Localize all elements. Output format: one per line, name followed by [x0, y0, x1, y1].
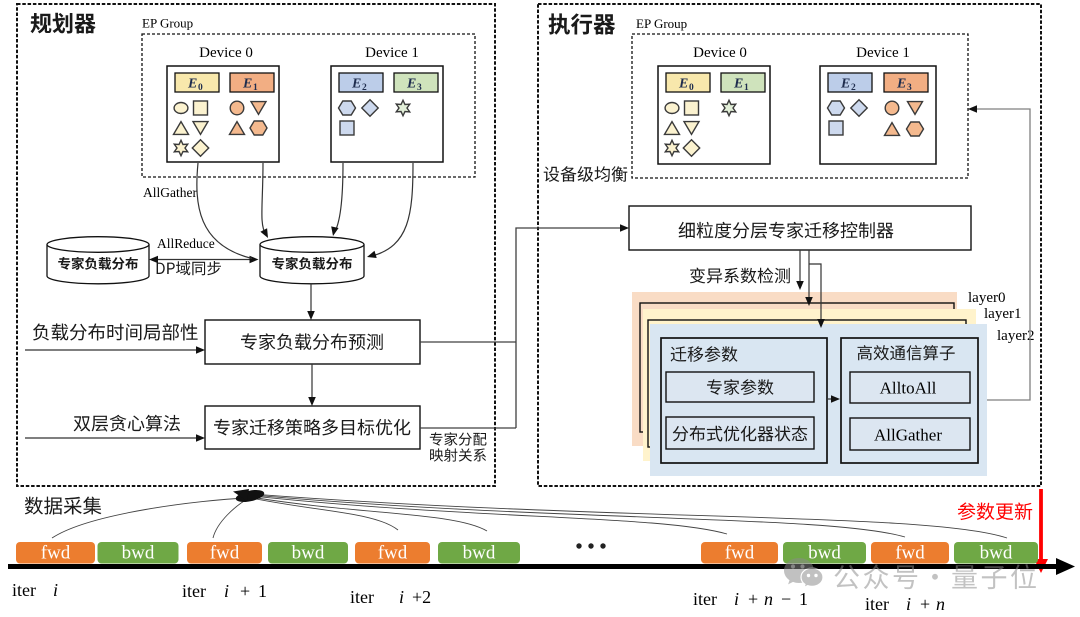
svg-text:Device 0: Device 0 [199, 45, 253, 61]
svg-text:n: n [936, 594, 945, 614]
svg-text:bwd: bwd [292, 543, 325, 564]
svg-text:n: n [764, 589, 773, 609]
svg-text:+2: +2 [412, 587, 431, 607]
svg-text:Device 0: Device 0 [693, 45, 747, 61]
svg-text:1: 1 [258, 581, 267, 601]
svg-text:1: 1 [253, 83, 258, 93]
svg-text:iter: iter [350, 587, 374, 607]
svg-text:i: i [399, 587, 404, 607]
svg-text:i: i [53, 580, 58, 600]
svg-text:iter: iter [182, 581, 206, 601]
svg-text:fwd: fwd [41, 543, 71, 564]
svg-text:iter: iter [693, 589, 717, 609]
svg-text:i: i [224, 581, 229, 601]
svg-text:layer2: layer2 [997, 328, 1034, 344]
svg-text:E: E [733, 77, 743, 92]
svg-text:AlltoAll: AlltoAll [880, 379, 937, 398]
svg-text:layer1: layer1 [984, 306, 1021, 322]
svg-text:+: + [240, 581, 250, 601]
svg-text:1: 1 [799, 589, 808, 609]
svg-text:fwd: fwd [895, 543, 925, 564]
svg-text:AllReduce: AllReduce [157, 236, 215, 251]
svg-text:i: i [734, 589, 739, 609]
svg-text:+: + [748, 589, 758, 609]
svg-text:iter: iter [865, 594, 889, 614]
svg-text:E: E [351, 77, 361, 92]
svg-text:E: E [840, 77, 850, 92]
svg-text:bwd: bwd [463, 543, 496, 564]
svg-text:2: 2 [851, 83, 856, 93]
svg-text:E: E [406, 77, 416, 92]
svg-text:3: 3 [907, 83, 912, 93]
svg-text:bwd: bwd [122, 543, 155, 564]
svg-text:fwd: fwd [378, 543, 408, 564]
svg-text:0: 0 [198, 83, 203, 93]
svg-text:E: E [896, 77, 906, 92]
svg-text:AllGather: AllGather [143, 185, 197, 200]
svg-text:fwd: fwd [210, 543, 240, 564]
svg-text:Device 1: Device 1 [365, 45, 419, 61]
svg-text:bwd: bwd [808, 543, 841, 564]
svg-text:−: − [781, 589, 791, 609]
svg-text:0: 0 [689, 83, 694, 93]
svg-text:AllGather: AllGather [874, 426, 942, 445]
svg-text:E: E [187, 77, 197, 92]
svg-text:E: E [678, 77, 688, 92]
svg-text:+: + [920, 594, 930, 614]
svg-text:E: E [242, 77, 252, 92]
svg-text:3: 3 [417, 83, 422, 93]
svg-text:layer0: layer0 [968, 290, 1005, 306]
svg-text:Device 1: Device 1 [856, 45, 910, 61]
svg-text:EP Group: EP Group [142, 16, 193, 31]
svg-text:i: i [906, 594, 911, 614]
svg-text:bwd: bwd [980, 543, 1013, 564]
svg-text:1: 1 [744, 83, 749, 93]
svg-text:fwd: fwd [725, 543, 755, 564]
svg-text:2: 2 [362, 83, 367, 93]
svg-text:EP Group: EP Group [636, 16, 687, 31]
svg-text:iter: iter [12, 580, 36, 600]
